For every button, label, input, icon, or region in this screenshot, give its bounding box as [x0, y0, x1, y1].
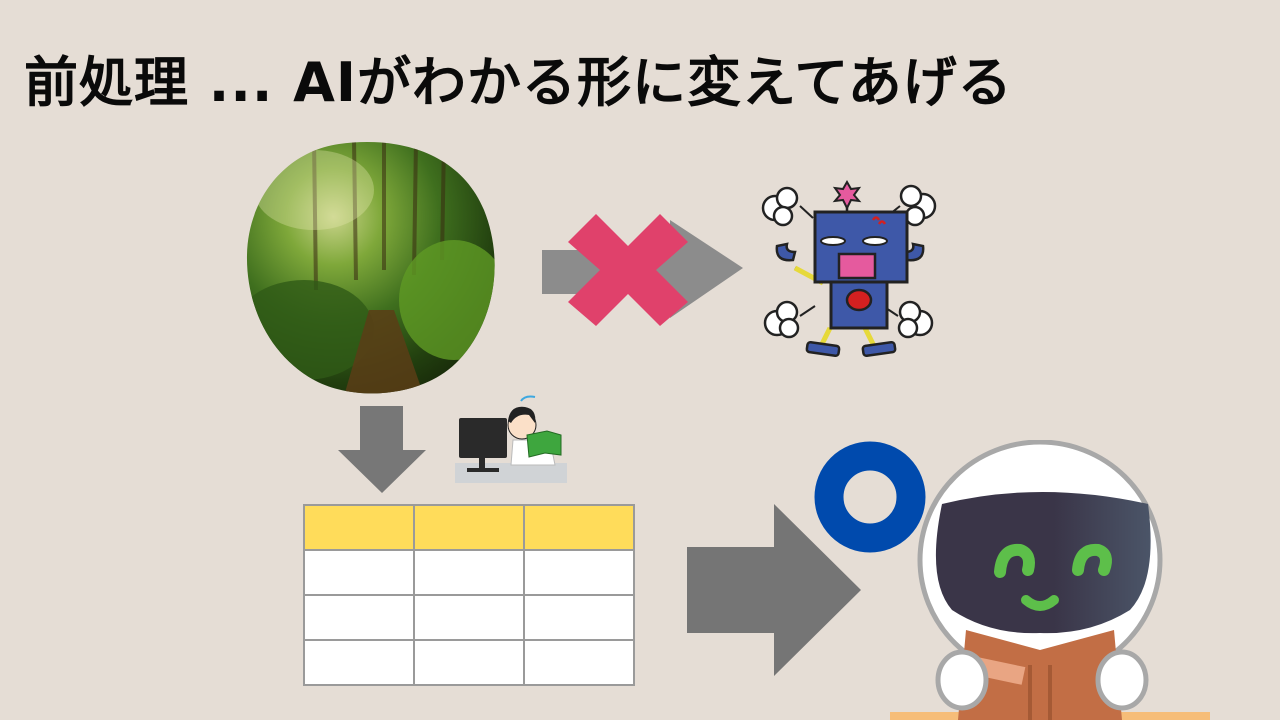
- table-header-cell: [413, 504, 525, 551]
- rejected-arrow-group: [542, 214, 743, 326]
- table-cell: [413, 549, 525, 596]
- table-header-cell: [303, 504, 415, 551]
- person-studying-icon: [455, 395, 567, 483]
- circle-mark-icon: [814, 441, 926, 553]
- table-cell: [413, 639, 525, 686]
- cross-icon: [568, 214, 688, 326]
- angry-robot-icon: [761, 179, 937, 358]
- right-arrow-icon: [687, 504, 861, 676]
- table-cell: [303, 549, 415, 596]
- table-header-cell: [523, 504, 635, 551]
- page-title: 前処理 ... AIがわかる形に変えてあげる: [24, 51, 1013, 114]
- table-cell: [303, 594, 415, 641]
- table-cell: [413, 594, 525, 641]
- structured-data-table: [303, 504, 635, 686]
- table-cell: [523, 594, 635, 641]
- table-cell: [523, 549, 635, 596]
- happy-robot-reading-icon: [890, 440, 1210, 720]
- down-arrow-icon: [338, 406, 426, 493]
- forest-photo: [246, 141, 495, 394]
- table-cell: [303, 639, 415, 686]
- table-cell: [523, 639, 635, 686]
